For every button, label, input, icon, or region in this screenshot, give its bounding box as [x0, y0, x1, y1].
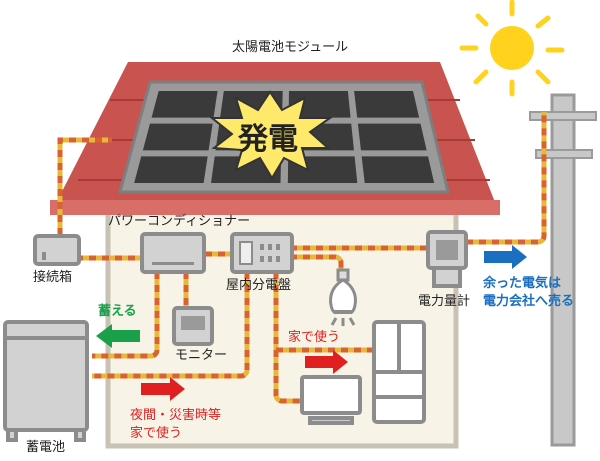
sell-label-2: 電力会社へ売る: [483, 294, 575, 309]
solar-cell: [354, 91, 420, 118]
utility-pole: [529, 93, 597, 447]
night-use-label-2: 家で使う: [130, 426, 183, 441]
junction-box-icon: [33, 234, 81, 266]
cable-dash: [92, 272, 160, 359]
power-generation-label: 発電: [238, 122, 298, 157]
store-arrow-icon: [96, 324, 140, 348]
battery-label: 蓄電池: [26, 440, 66, 455]
night-use-arrow-icon: [141, 377, 185, 401]
home-use-label: 家で使う: [288, 330, 341, 345]
distribution-board-icon: [230, 232, 294, 274]
meter-label: 電力量計: [418, 294, 471, 309]
refrigerator-icon: [372, 320, 426, 424]
monitor-icon: [172, 306, 214, 346]
cable-dash: [273, 272, 305, 404]
solar-cell: [151, 91, 218, 118]
cable-dash: [57, 137, 112, 235]
cable-dash: [290, 254, 344, 272]
light-bulb-icon: [329, 268, 357, 326]
sell-label-1: 余った電気は: [483, 276, 562, 291]
sun-icon: [459, 0, 565, 97]
sell-arrow-icon: [484, 245, 527, 269]
power-meter-icon: [426, 230, 468, 288]
power-generation-burst: [209, 90, 334, 180]
solar-cell: [142, 123, 213, 151]
solar-cell: [357, 123, 427, 151]
night-use-label-1: 夜間・災害時等: [130, 408, 222, 423]
power-conditioner-label: パワーコンディショナー: [108, 214, 251, 229]
television-icon: [300, 375, 362, 425]
cable-dash: [466, 112, 547, 245]
home-use-arrow-icon: [305, 350, 348, 374]
distribution-board-label: 屋内分電盤: [226, 278, 292, 293]
storage-battery-icon: [3, 320, 89, 442]
power-conditioner-icon: [140, 232, 206, 274]
power-cables: [57, 112, 547, 404]
store-label: 蓄える: [98, 304, 137, 319]
junction-box-label: 接続箱: [33, 270, 73, 285]
solar-cell: [361, 156, 435, 183]
solar-cell: [134, 156, 208, 183]
monitor-label: モニター: [175, 348, 228, 363]
cable-dash: [92, 272, 250, 379]
solar-module-title: 太陽電池モジュール: [232, 40, 349, 55]
